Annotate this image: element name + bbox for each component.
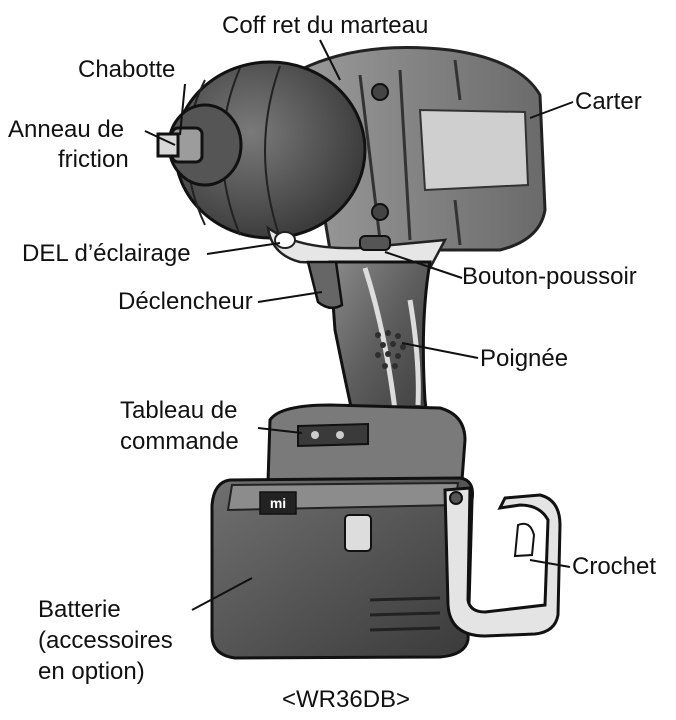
leader-batterie: [191, 577, 253, 611]
leader-carter: [529, 101, 574, 119]
carter-vent-panel: [418, 108, 530, 192]
battery-ribs: [369, 596, 441, 632]
leader-bouton: [384, 251, 463, 279]
label-coffret-du-marteau: Coff ret du marteau: [222, 12, 429, 39]
model-caption: <WR36DB>: [282, 686, 411, 713]
leader-chabotte: [179, 83, 186, 136]
label-batterie-line2: (accessoires: [38, 627, 173, 654]
label-crochet: Crochet: [572, 553, 657, 580]
label-batterie-line3: en option): [38, 658, 145, 685]
belt-hook-screw: [449, 491, 463, 505]
battery-badge: [259, 491, 297, 515]
label-del-eclairage: DEL d’éclairage: [22, 240, 191, 267]
led-light: [274, 231, 296, 249]
belt-hook-slot: [513, 522, 536, 558]
label-declencheur: Déclencheur: [118, 288, 253, 315]
push-button: [359, 235, 391, 251]
carter-ribs: [358, 59, 462, 246]
battery-latch: [344, 514, 372, 552]
battery-badge-text: mi: [270, 495, 286, 511]
label-poignee: Poignée: [480, 345, 569, 372]
housing-screw: [371, 83, 389, 101]
leader-tableau: [257, 427, 303, 434]
label-batterie-line1: Batterie: [38, 596, 121, 623]
label-chabotte: Chabotte: [78, 56, 176, 83]
trigger: [306, 260, 344, 310]
label-bouton-poussoir: Bouton-poussoir: [462, 263, 637, 290]
leader-coffret: [319, 39, 341, 81]
leader-declencheur: [257, 291, 323, 303]
label-carter: Carter: [575, 88, 642, 115]
leader-anneau: [144, 130, 176, 146]
label-tableau-line2: commande: [120, 428, 239, 455]
handle-highlight: [362, 267, 421, 411]
control-panel: [297, 422, 369, 448]
leader-del: [206, 242, 281, 255]
leader-lines: [144, 39, 574, 611]
label-anneau-line2: friction: [58, 146, 129, 173]
control-panel-button: [311, 431, 319, 439]
leader-crochet: [529, 559, 571, 568]
control-panel-button: [336, 431, 344, 439]
housing-screw: [371, 203, 389, 221]
label-tableau-line1: Tableau de: [120, 397, 238, 424]
leader-poignee: [401, 342, 479, 359]
label-anneau-line1: Anneau de: [8, 116, 125, 143]
grip-texture: [375, 330, 406, 369]
